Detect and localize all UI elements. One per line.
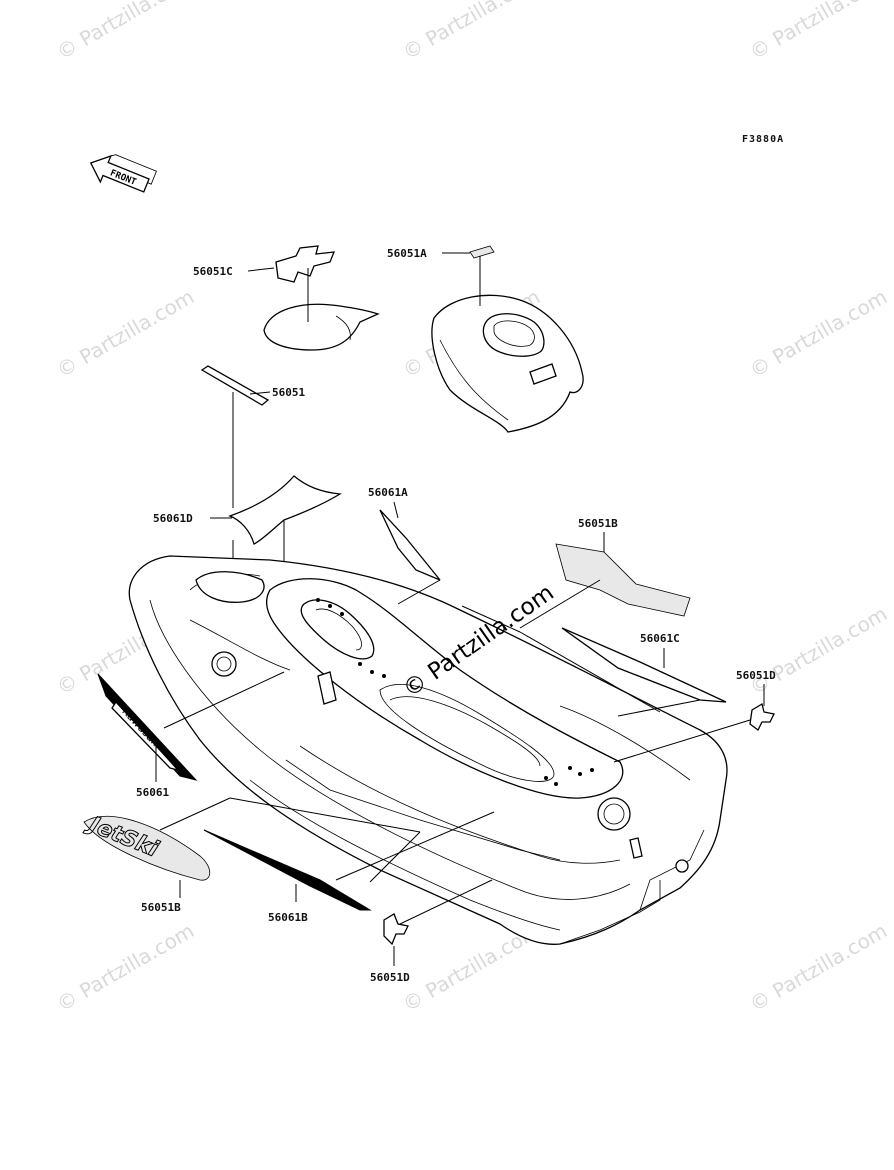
leader-line: [335, 811, 495, 881]
callout-label: 56051B: [141, 901, 181, 914]
decal-56051D-bottom: [383, 913, 409, 946]
callout-label: 56051A: [387, 247, 427, 260]
watermark: © Partzilla.com: [746, 601, 892, 699]
callout-label: 56061: [136, 786, 169, 799]
decal-56051B-side: [555, 543, 691, 617]
leader-line: [613, 719, 751, 763]
hatch-cover-part: [431, 294, 584, 433]
callout-label: 56051C: [193, 265, 233, 278]
leader-line: [519, 579, 601, 629]
leader-line: [249, 391, 271, 395]
watermark: © Partzilla.com: [746, 0, 892, 64]
leader-line: [393, 501, 399, 519]
leader-line: [519, 631, 661, 713]
decal-56051B-jetski: JetSki: [82, 810, 211, 881]
watermark: © Partzilla.com: [746, 918, 892, 1016]
decal-56051C: [275, 245, 336, 283]
callout-label: 56051D: [736, 669, 776, 682]
watermark: © Partzilla.com: [746, 284, 892, 382]
decal-56061B: [203, 829, 372, 911]
leader-line: [617, 699, 701, 717]
callout-label: 56061B: [268, 911, 308, 924]
leader-line: [247, 267, 275, 272]
leader-line: [399, 879, 493, 925]
callout-label: 56051D: [370, 971, 410, 984]
rear-cap: [597, 797, 631, 831]
callout-label: 56051: [272, 386, 305, 399]
callout-label: 56061A: [368, 486, 408, 499]
leader-line: [397, 579, 441, 605]
watermark: © Partzilla.com: [399, 0, 545, 64]
callout-label: 56051B: [578, 517, 618, 530]
watermark: © Partzilla.com: [53, 918, 199, 1016]
figure-code: F3880A: [742, 134, 784, 145]
watermark: © Partzilla.com: [53, 284, 199, 382]
seat-part: [263, 303, 380, 351]
watermark: © Partzilla.com: [53, 0, 199, 64]
rivet-dots: [316, 598, 594, 786]
leader-line: [229, 797, 421, 833]
callout-label: 56061C: [640, 632, 680, 645]
gas-cap: [211, 651, 237, 677]
decal-56061D: [228, 475, 343, 545]
callout-label: 56061D: [153, 512, 193, 525]
decal-56061A: [379, 509, 441, 581]
kawasaki-text: Kawasaki: [120, 705, 164, 751]
decal-56051A: [469, 245, 495, 259]
leader-line: [163, 671, 285, 729]
hull-part: [128, 555, 728, 945]
decal-56051D-right: [749, 702, 775, 731]
leader-line: [461, 605, 521, 633]
front-arrow-icon: FRONT: [89, 154, 157, 193]
decal-56051: [200, 365, 270, 406]
decal-56061C: [561, 627, 727, 703]
leader-line: [159, 797, 231, 831]
leader-line: [369, 831, 421, 883]
